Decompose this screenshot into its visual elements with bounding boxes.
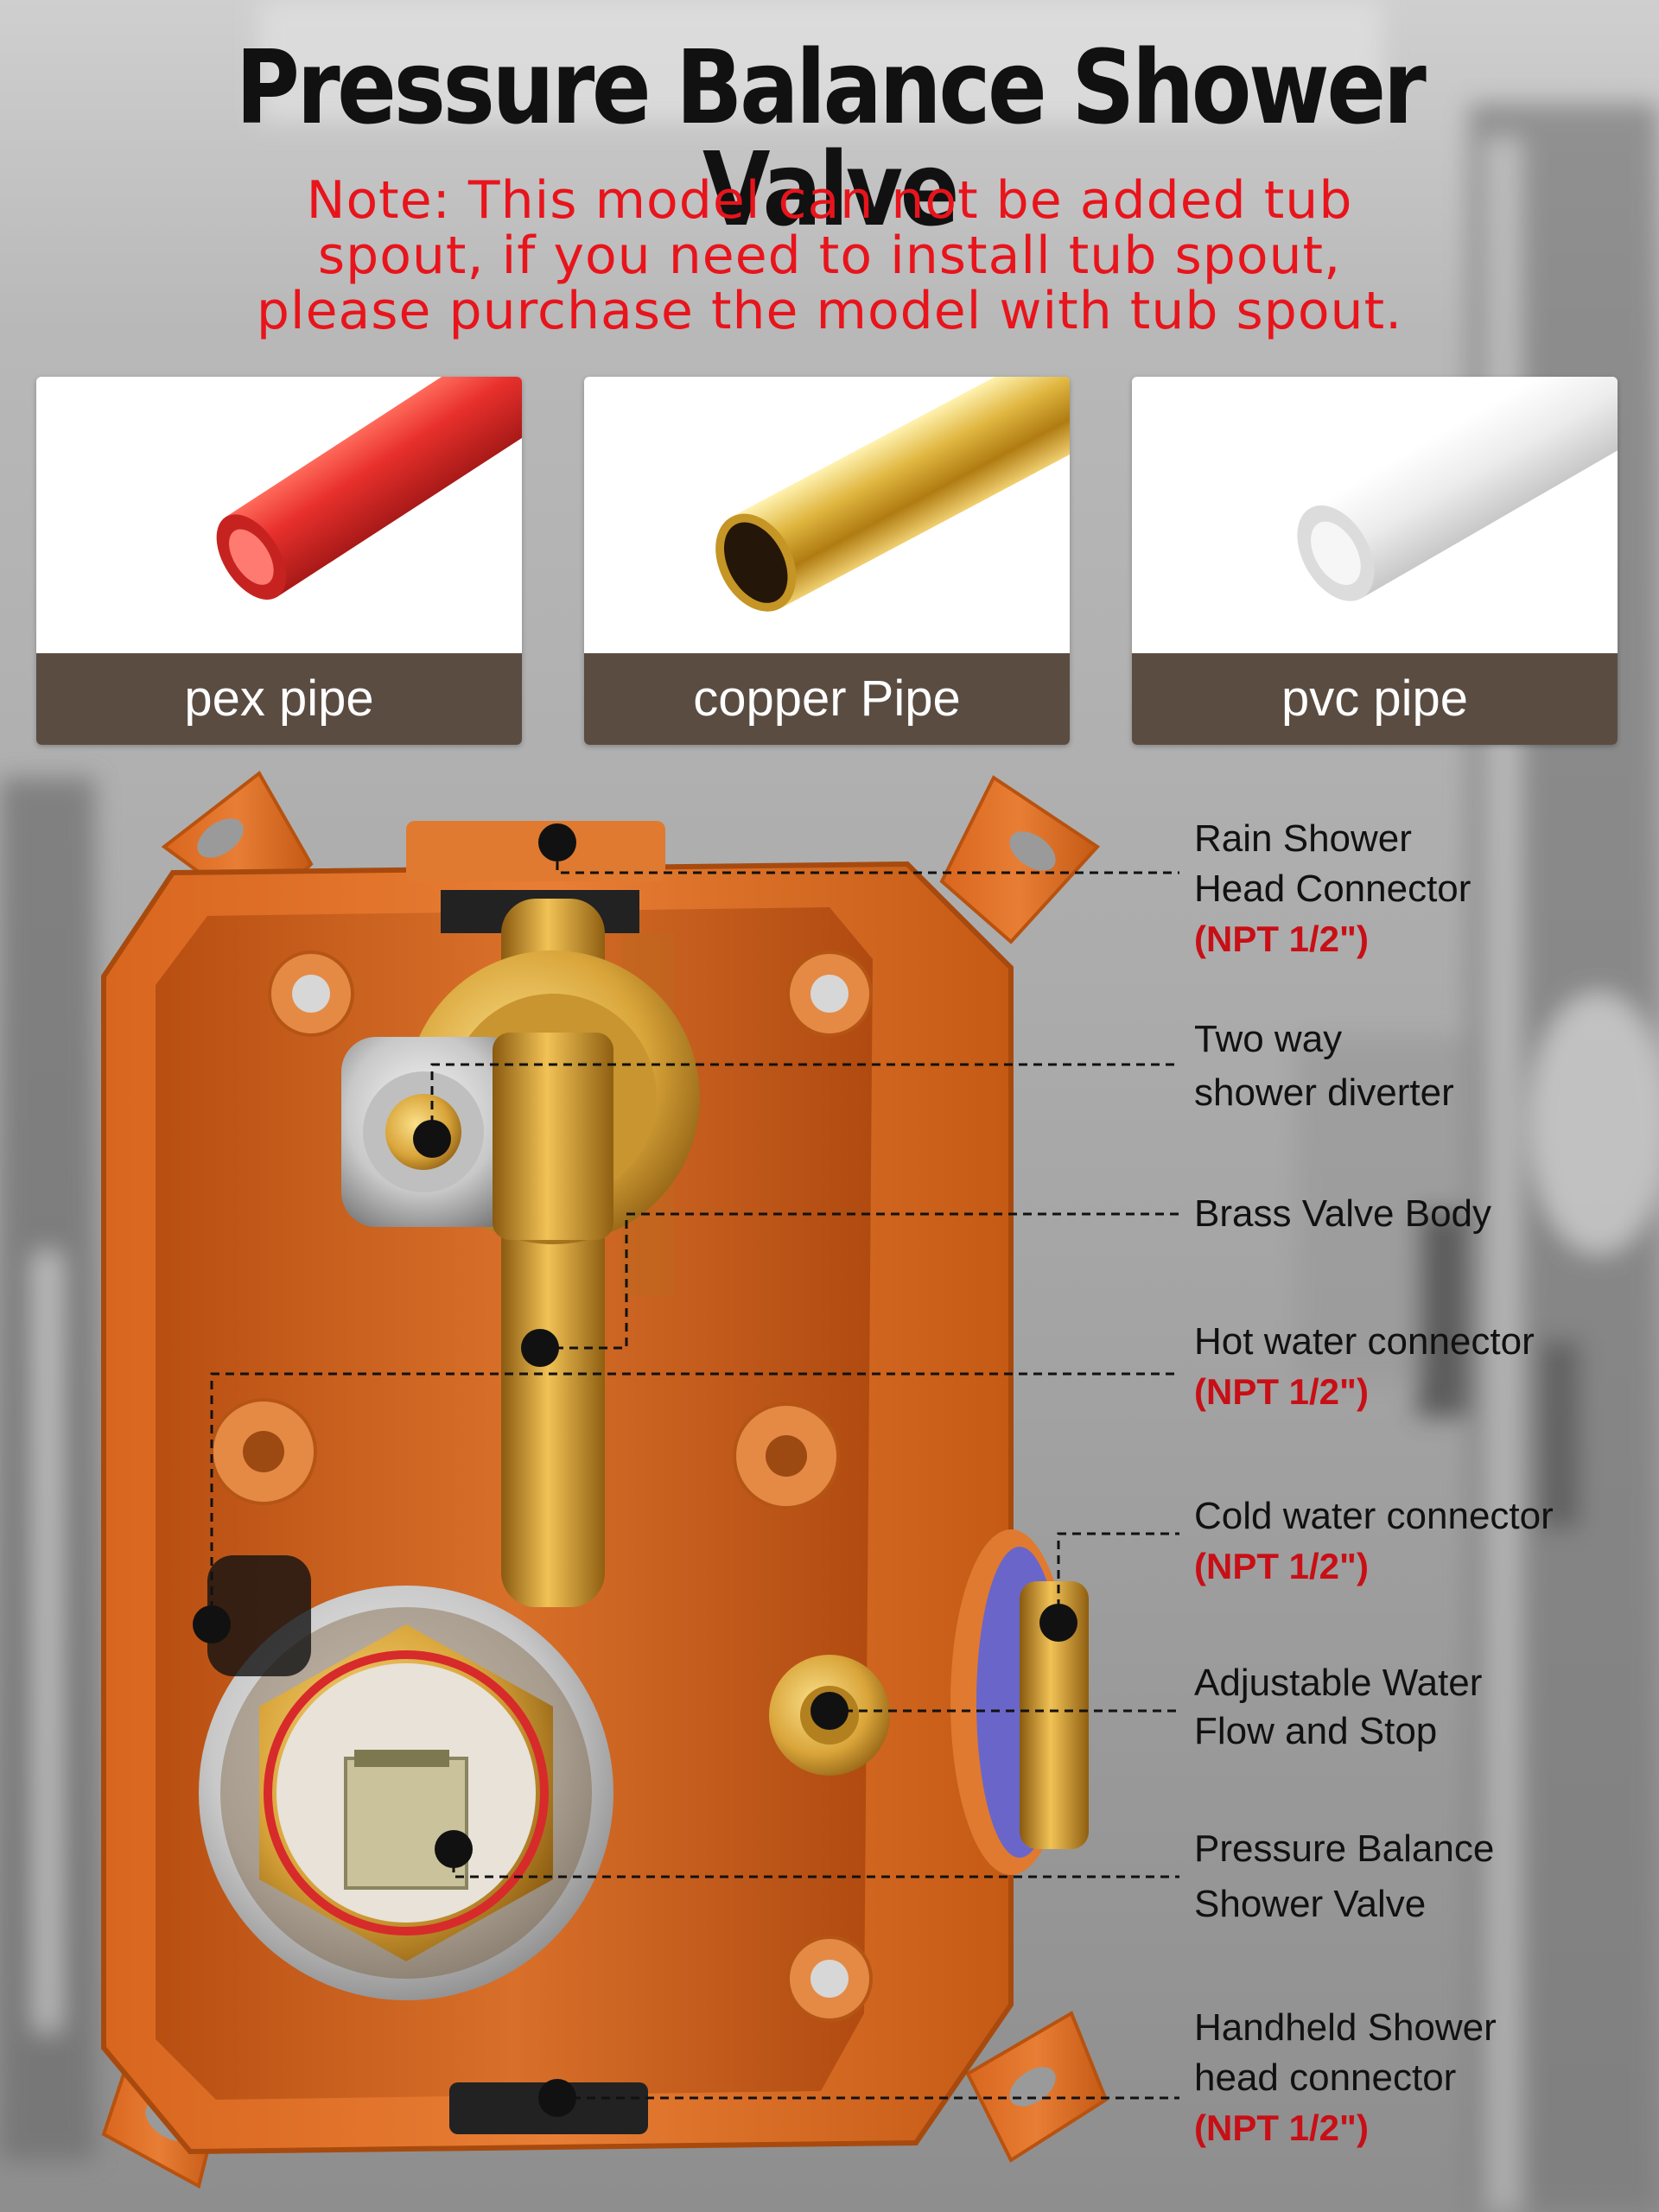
pex-pipe-image xyxy=(216,377,522,600)
callout-brass-valve-body: Brass Valve Body xyxy=(1194,1189,1491,1239)
marker-dot xyxy=(538,823,576,861)
marker-dot xyxy=(193,1605,231,1643)
callout-npt: (NPT 1/2") xyxy=(1194,918,1369,959)
callout-line: Two way xyxy=(1194,1018,1343,1060)
callout-cold-water-connector: Cold water connector (NPT 1/2") xyxy=(1194,1491,1554,1592)
callout-line: Pressure Balance xyxy=(1194,1827,1495,1870)
note-line: spout, if you need to install tub spout, xyxy=(317,226,1342,286)
leader-line xyxy=(430,1063,1179,1139)
callout-line: shower diverter xyxy=(1194,1071,1454,1114)
callout-line: Flow and Stop xyxy=(1194,1710,1438,1752)
callout-adjustable-water-flow-and-stop: Adjustable Water Flow and Stop xyxy=(1194,1659,1482,1756)
callout-rain-shower-head-connector: Rain Shower Head Connector (NPT 1/2") xyxy=(1194,814,1471,964)
pvc-pipe-card: pvc pipe xyxy=(1132,377,1618,745)
callout-line: Hot water connector xyxy=(1194,1320,1535,1363)
callout-pressure-balance-shower-valve: Pressure Balance Shower Valve xyxy=(1194,1821,1494,1932)
callout-line: Shower Valve xyxy=(1194,1883,1427,1925)
callout-handheld-shower-head-connector: Handheld Shower head connector (NPT 1/2"… xyxy=(1194,2003,1497,2153)
note-text: Note: This model can not be added tub sp… xyxy=(0,173,1659,339)
copper-pipe-card: copper Pipe xyxy=(584,377,1070,745)
marker-dot xyxy=(810,1692,849,1730)
note-line: Note: This model can not be added tub xyxy=(306,170,1353,231)
pex-pipe-card: pex pipe xyxy=(36,377,522,745)
callout-line: head connector xyxy=(1194,2056,1457,2099)
leader-line xyxy=(210,1372,1179,1624)
marker-dot xyxy=(521,1329,559,1367)
marker-dot xyxy=(435,1830,473,1868)
callout-line: Cold water connector xyxy=(1194,1495,1554,1537)
leader-line xyxy=(540,1212,1179,1350)
note-line: please purchase the model with tub spout… xyxy=(256,281,1403,341)
page-title: Pressure Balance Shower Valve xyxy=(235,28,1427,249)
marker-dot xyxy=(538,2079,576,2117)
pex-pipe-label: pex pipe xyxy=(36,653,522,745)
callout-line: Head Connector xyxy=(1194,868,1471,910)
pvc-pipe-label: pvc pipe xyxy=(1132,653,1618,745)
callout-line: Rain Shower xyxy=(1194,817,1412,860)
callout-line: Brass Valve Body xyxy=(1194,1192,1492,1235)
pvc-pipe-image xyxy=(1297,377,1618,601)
callout-npt: (NPT 1/2") xyxy=(1194,2107,1369,2148)
callout-line: Handheld Shower xyxy=(1194,2006,1497,2049)
marker-dot xyxy=(1039,1604,1077,1642)
copper-pipe-image xyxy=(715,377,1070,612)
callout-npt: (NPT 1/2") xyxy=(1194,1371,1369,1412)
callout-hot-water-connector: Hot water connector (NPT 1/2") xyxy=(1194,1317,1535,1417)
callout-two-way-shower-diverter: Two way shower diverter xyxy=(1194,1013,1454,1120)
callout-npt: (NPT 1/2") xyxy=(1194,1546,1369,1586)
leader-line xyxy=(1057,1532,1179,1623)
callout-line: Adjustable Water xyxy=(1194,1662,1483,1704)
valve-diagram xyxy=(101,771,1179,2189)
copper-pipe-label: copper Pipe xyxy=(584,653,1070,745)
marker-dot xyxy=(413,1120,451,1158)
